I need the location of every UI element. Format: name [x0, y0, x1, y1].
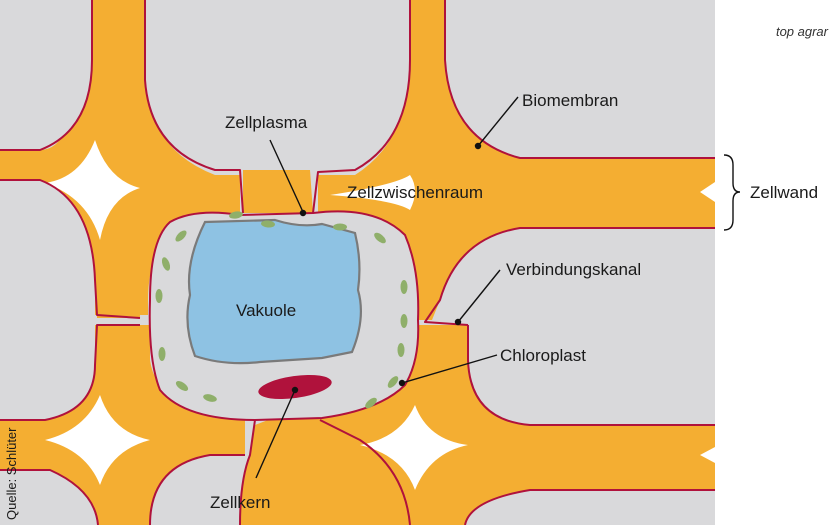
label-chloroplast: Chloroplast	[500, 346, 586, 365]
chloroplast	[401, 280, 408, 294]
source-text: Quelle: Schlüter	[4, 427, 19, 520]
dot-chloroplast	[399, 380, 405, 386]
chloroplast	[156, 289, 163, 303]
vacuole	[187, 220, 360, 363]
dot-zellplasma	[300, 210, 306, 216]
chloroplast	[159, 347, 166, 361]
label-verbindungskanal: Verbindungskanal	[506, 260, 641, 279]
label-zellplasma: Zellplasma	[225, 113, 308, 132]
credit-text: top agrar	[776, 24, 829, 39]
zellwand-bracket	[724, 155, 740, 230]
wall-plug-top	[243, 170, 313, 213]
chloroplast	[401, 314, 408, 328]
dot-biomembran	[475, 143, 481, 149]
label-zellkern: Zellkern	[210, 493, 270, 512]
label-zellwand: Zellwand	[750, 183, 818, 202]
chloroplast	[398, 343, 405, 357]
label-vakuole: Vakuole	[236, 301, 296, 320]
dot-verbindungskanal	[455, 319, 461, 325]
dot-zellkern	[292, 387, 298, 393]
chloroplast	[333, 224, 347, 231]
wall-plug-right	[420, 325, 468, 360]
label-zellzwischenraum: Zellzwischenraum	[347, 183, 483, 202]
label-biomembran: Biomembran	[522, 91, 618, 110]
